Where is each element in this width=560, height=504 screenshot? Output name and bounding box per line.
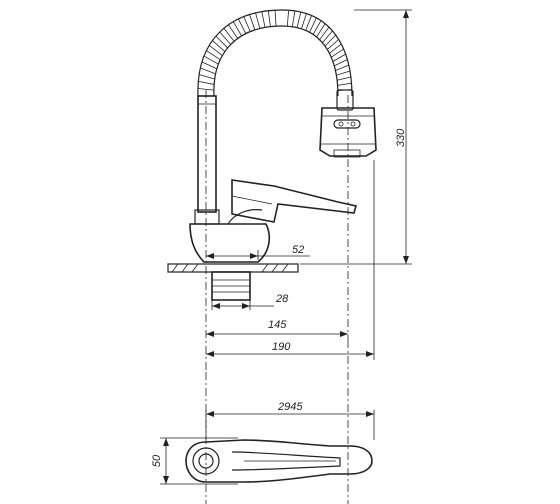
lever-detail <box>231 195 273 205</box>
dim-145-arrow-right <box>340 331 348 337</box>
hose-rib <box>223 27 235 42</box>
hose-rib <box>332 53 346 62</box>
hose-rib <box>327 39 339 50</box>
dim-28-label: 28 <box>275 293 289 305</box>
hose-rib <box>329 43 342 54</box>
hose-rib <box>197 88 214 91</box>
dim-190-arrow-right <box>366 351 374 357</box>
plan-spout-ring-inner <box>198 453 214 469</box>
sprayer-button-dot-right <box>350 121 356 127</box>
dim-50-label: 50 <box>151 454 163 467</box>
plate-hatch-6 <box>281 263 289 273</box>
dim-52-label: 52 <box>292 244 304 256</box>
hose-rib <box>261 11 266 28</box>
hose-rib <box>208 45 223 56</box>
hose-rib <box>335 64 349 71</box>
dim-top-label: 2945 <box>277 401 303 413</box>
hose-rib <box>301 13 307 29</box>
hose-rib <box>243 16 251 32</box>
lever-handle <box>231 179 358 223</box>
dim-330-label: 330 <box>395 128 407 147</box>
hose-rib <box>212 40 226 52</box>
hose-rib <box>331 48 344 58</box>
hose-rib <box>219 31 232 45</box>
plate-hatch-1 <box>171 263 179 273</box>
hose-rib <box>200 67 216 75</box>
dim-52-arrow-left <box>206 253 214 259</box>
hose-rib <box>296 11 302 28</box>
hose-rib <box>324 34 337 47</box>
dim-50-arrow-top <box>163 438 169 446</box>
dim-28-arrow-right <box>242 303 250 309</box>
dim-top-arrow-right <box>366 411 374 417</box>
plate-hatch-5 <box>271 263 279 273</box>
sprayer-connector <box>336 89 354 111</box>
hose-rib <box>291 10 296 27</box>
hose-rib <box>316 23 326 38</box>
hose-rib <box>274 10 277 27</box>
hose-rib <box>228 24 239 39</box>
plan-spout-ring-outer <box>192 447 220 475</box>
dim-330-arrow-top <box>403 10 409 18</box>
plate-hatch-4 <box>261 263 269 273</box>
hose-rib <box>232 21 242 37</box>
sprayer-button <box>333 119 361 129</box>
hose-rib <box>322 30 333 43</box>
hose-rib <box>337 82 352 86</box>
hose-rib <box>267 10 271 27</box>
dim-top-arrow-left <box>206 411 214 417</box>
hose-rib <box>312 20 322 35</box>
dim-190-label: 190 <box>272 341 291 353</box>
hose-rib <box>255 12 261 29</box>
dim-190-arrow-left <box>206 351 214 357</box>
hose-rib <box>309 17 317 33</box>
dim-50-arrow-bottom <box>163 476 169 484</box>
body-shoulder <box>227 209 263 225</box>
riser-tube <box>197 95 217 213</box>
hose-rib <box>334 59 348 67</box>
dim-145-label: 145 <box>268 319 287 331</box>
hose-rib <box>319 26 330 40</box>
hose-rib <box>198 80 215 85</box>
side-view: 330 52 28 145 190 <box>167 9 412 372</box>
dim-52-arrow-right <box>250 253 258 259</box>
hose-rib <box>201 61 218 70</box>
hose-rib <box>203 55 219 65</box>
plate-hatch-3 <box>191 263 199 273</box>
hose-rib <box>238 18 247 34</box>
hose-corrugation <box>197 10 352 92</box>
plan-view: 2945 50 <box>151 340 375 504</box>
hose-rib <box>249 14 256 31</box>
hose-rib <box>336 76 351 81</box>
sprayer-head <box>319 107 377 157</box>
plan-lever <box>231 451 341 471</box>
hose-rib <box>286 10 290 27</box>
plan-body <box>185 439 373 483</box>
hose-rib <box>199 74 215 80</box>
sprayer-outlet <box>333 149 361 158</box>
sprayer-button-dot-left <box>338 121 344 127</box>
dim-145-arrow-left <box>206 331 214 337</box>
hose-rib <box>305 15 312 31</box>
mixer-body <box>189 223 271 263</box>
hose-rib <box>336 70 351 76</box>
dim-28-arrow-left <box>212 303 220 309</box>
hose-rib <box>206 50 221 61</box>
dim-330-arrow-bottom <box>403 256 409 264</box>
plate-hatch-2 <box>181 263 189 273</box>
hose-rib <box>215 35 228 49</box>
flex-hose-inner <box>213 25 339 97</box>
